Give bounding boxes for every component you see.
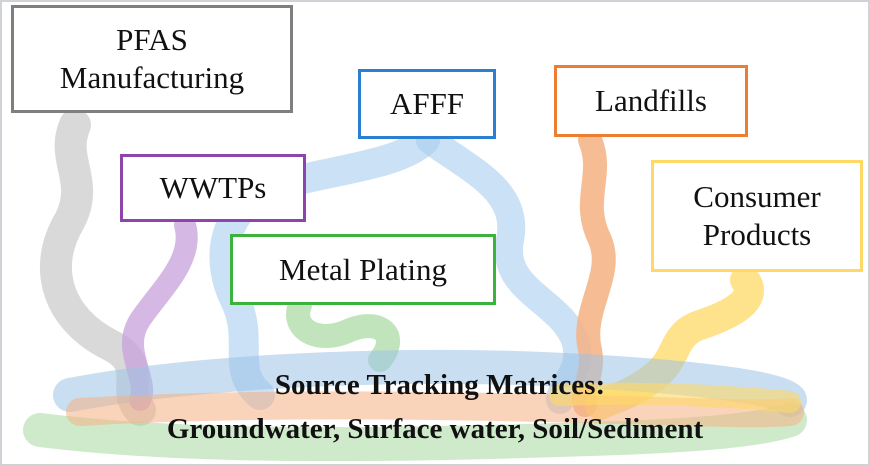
landfills-label: Landfills xyxy=(595,83,707,118)
metal-stream xyxy=(286,293,400,372)
metal-plating-box: Metal Plating xyxy=(230,234,496,305)
afff-label: AFFF xyxy=(389,86,465,121)
matrices-title: Source Tracking Matrices: xyxy=(274,369,606,401)
wwtps-label: WWTPs xyxy=(159,170,267,205)
matrices-band-green xyxy=(23,403,807,462)
consumer-products-label: Consumer Products xyxy=(693,179,821,252)
matrices-band-blue xyxy=(53,349,807,417)
metal-plating-label: Metal Plating xyxy=(279,251,447,287)
afff-box: AFFF xyxy=(358,69,496,139)
wwtps-box: WWTPs xyxy=(120,154,306,222)
matrices-band-yellow xyxy=(549,382,801,413)
afff-stream xyxy=(209,125,440,410)
landfills-box: Landfills xyxy=(554,65,748,137)
pfas-manufacturing-label: PFAS Manufacturing xyxy=(59,22,245,95)
pfas-manufacturing-box: PFAS Manufacturing xyxy=(11,5,293,113)
matrices-band-orange xyxy=(66,391,804,428)
consumer-products-box: Consumer Products xyxy=(651,160,863,272)
matrices-items: Groundwater, Surface water, Soil/Sedimen… xyxy=(166,413,704,445)
